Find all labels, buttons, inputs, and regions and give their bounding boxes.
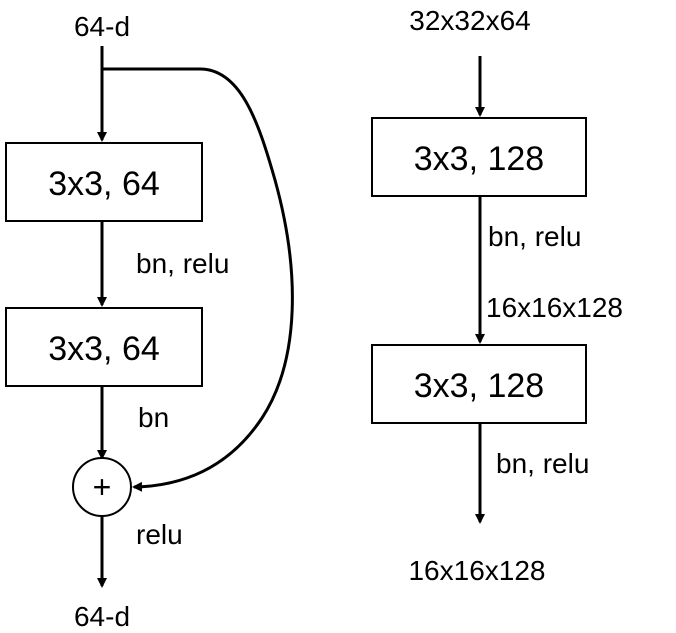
addition-plus-icon: + [93,469,112,505]
left-residual-block: 64-d 3x3, 64 bn, relu 3x3, 64 bn + relu … [5,11,294,632]
right-plain-block: 32x32x64 3x3, 128 bn, relu 16x16x128 3x3… [371,5,623,586]
left-output-label: 64-d [74,601,130,632]
right-conv2-box [371,344,587,424]
left-input-label: 64-d [74,11,130,42]
right-after-conv2-label: bn, relu [496,448,589,479]
left-after-conv2-label: bn [138,402,169,433]
left-conv1-box [5,142,203,222]
right-mid-shape-label: 16x16x128 [486,292,623,323]
right-conv1-label: 3x3, 128 [414,140,544,178]
left-conv2-box [5,307,203,387]
skip-connection-arrow [102,67,294,492]
left-conv1-label: 3x3, 64 [48,165,160,203]
left-after-add-label: relu [136,519,183,550]
left-conv2-label: 3x3, 64 [48,330,160,368]
right-output-label: 16x16x128 [408,555,545,586]
right-conv2-label: 3x3, 128 [414,367,544,405]
left-after-conv1-label: bn, relu [136,248,229,279]
right-after-conv1-label: bn, relu [488,221,581,252]
right-input-label: 32x32x64 [409,5,530,36]
